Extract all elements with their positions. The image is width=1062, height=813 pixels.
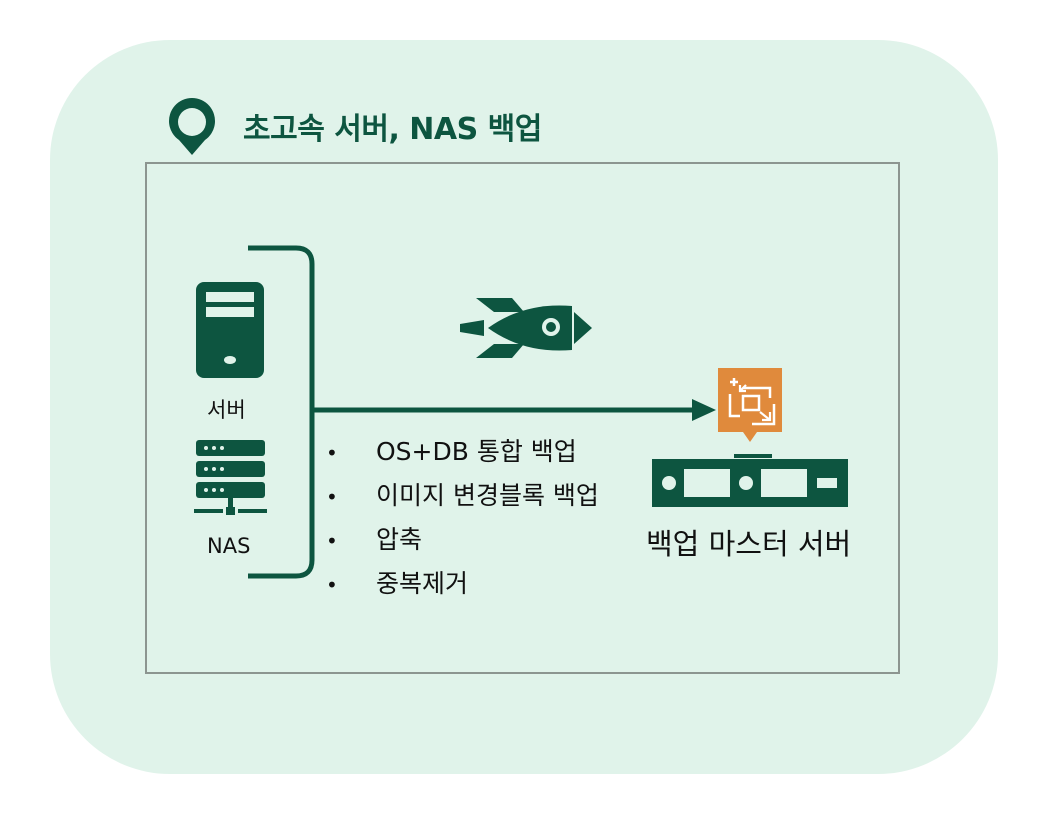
transfer-arrow xyxy=(312,399,716,421)
server-tower-icon xyxy=(196,282,264,378)
nas-label: NAS xyxy=(207,534,251,558)
list-item: • OS+DB 통합 백업 xyxy=(326,436,599,480)
location-pin-icon xyxy=(169,98,215,155)
master-server-label: 백업 마스터 서버 xyxy=(646,527,852,561)
list-item: • 압축 xyxy=(326,524,599,568)
list-item: • 이미지 변경블록 백업 xyxy=(326,480,599,524)
bullet: • xyxy=(326,441,338,465)
rack-server-icon xyxy=(652,454,848,507)
feature-text: 압축 xyxy=(376,525,423,554)
diagram-frame xyxy=(145,162,900,674)
bullet: • xyxy=(326,573,338,597)
page-title: 초고속 서버, NAS 백업 xyxy=(243,112,542,147)
backup-transfer-icon xyxy=(718,368,782,442)
nas-storage-icon xyxy=(194,440,267,515)
bullet: • xyxy=(326,529,338,553)
feature-text: OS+DB 통합 백업 xyxy=(376,437,577,466)
rocket-icon xyxy=(460,298,592,358)
list-item: • 중복제거 xyxy=(326,568,599,612)
feature-list: • OS+DB 통합 백업 • 이미지 변경블록 백업 • 압축 • 중복제거 xyxy=(326,436,599,612)
feature-text: 이미지 변경블록 백업 xyxy=(376,481,599,510)
server-label: 서버 xyxy=(207,398,246,422)
bullet: • xyxy=(326,485,338,509)
feature-text: 중복제거 xyxy=(376,569,469,598)
